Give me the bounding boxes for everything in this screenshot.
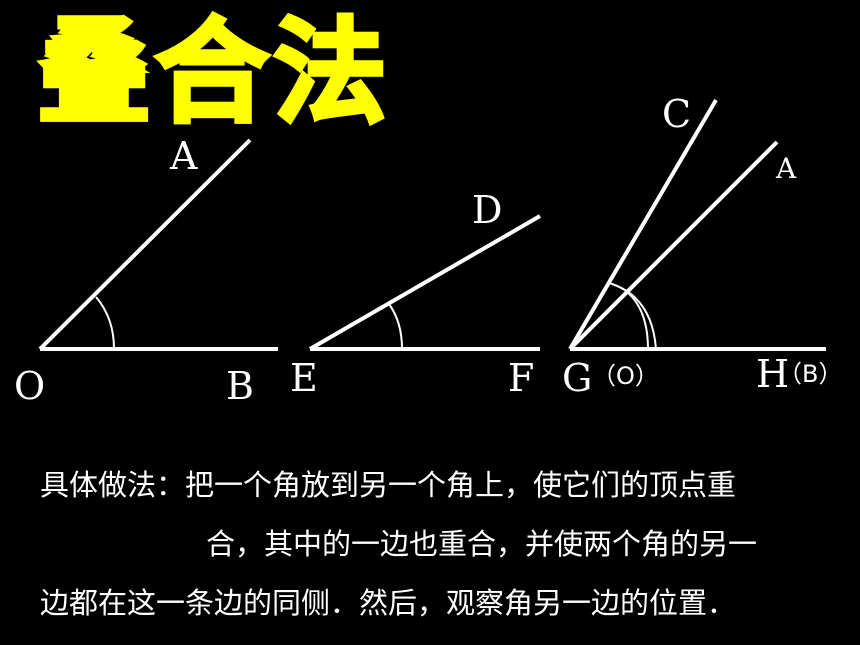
label-a: A (170, 134, 198, 178)
label-f: F (508, 356, 535, 400)
label-d: D (472, 188, 503, 232)
angle-arc-def (388, 303, 403, 350)
label-h: H (756, 352, 790, 396)
slide-title: 叠合法 (36, 6, 392, 141)
angle-superimposed (568, 98, 826, 351)
label-e: E (290, 356, 318, 400)
ray-ed (308, 214, 542, 351)
label-g: G (562, 356, 593, 400)
label-b: B (226, 364, 254, 408)
angle-arc-aob (95, 296, 115, 350)
angle-aob (38, 138, 278, 351)
method-text-line-1: 具体做法：把一个角放到另一个角上，使它们的顶点重 (40, 468, 737, 502)
label-o: O (14, 364, 46, 408)
method-text-line-2: 合，其中的一边也重合，并使两个角的另一 (206, 527, 758, 561)
angle-arc-outer (608, 282, 657, 350)
label-h-paren: （B） (778, 360, 843, 388)
angle-arc-inner (626, 291, 649, 350)
label-g-paren: （O） (592, 362, 659, 390)
ray-ga (568, 140, 779, 351)
label-c: C (662, 92, 692, 136)
ray-oa (38, 138, 252, 351)
label-a-superimposed: A (776, 152, 797, 185)
angle-def (308, 214, 542, 351)
method-text-line-3: 边都在这一条边的同侧．然后，观察角另一边的位置． (40, 586, 737, 620)
ray-gc (568, 98, 718, 351)
